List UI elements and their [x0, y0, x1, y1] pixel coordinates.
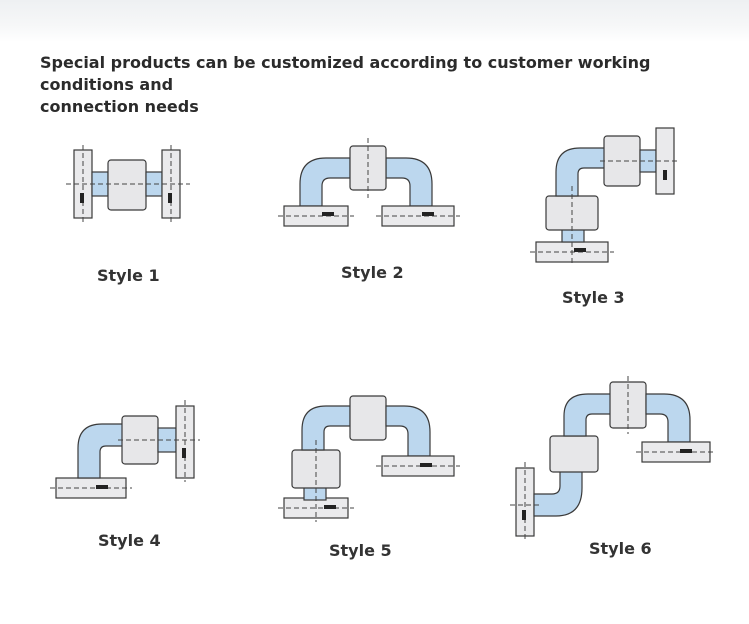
style-6-right-elbow	[645, 393, 691, 443]
style-2-right-mark	[422, 212, 434, 216]
style-2-right-elbow	[385, 157, 433, 207]
style-1-right-mark	[168, 193, 172, 203]
style-6-left-mark	[522, 510, 526, 520]
style-2-label: Style 2	[341, 263, 404, 282]
style-3-bottom-mark	[574, 248, 586, 252]
heading-line-1: Special products can be customized accor…	[40, 53, 651, 94]
style-3-elbow	[555, 147, 607, 197]
style-4-elbow	[77, 423, 125, 479]
style-5-label: Style 5	[329, 541, 392, 560]
page-heading: Special products can be customized accor…	[40, 52, 740, 118]
style-5-body	[349, 395, 387, 441]
style-5-right-mark	[420, 463, 432, 467]
style-4-side-mark	[182, 448, 186, 458]
style-2-diagram	[278, 138, 460, 227]
style-6-diagram	[510, 376, 714, 540]
heading-line-2: connection needs	[40, 97, 199, 116]
style-1-body	[107, 159, 147, 211]
style-2-left-mark	[322, 212, 334, 216]
style-3-label: Style 3	[562, 288, 625, 307]
style-2-left-flange	[283, 205, 349, 227]
style-1-left-mark	[80, 193, 84, 203]
header-background	[0, 0, 749, 42]
style-4-label: Style 4	[98, 531, 161, 550]
style-6-mid-body	[549, 435, 599, 473]
style-1-diagram	[66, 145, 190, 222]
style-6-lower-elbow	[533, 469, 583, 517]
style-6-right-mark	[680, 449, 692, 453]
style-4-diagram	[50, 400, 200, 499]
style-1-label: Style 1	[97, 266, 160, 285]
style-5-left-elbow	[301, 405, 351, 451]
style-4-bottom-mark	[96, 485, 108, 489]
style-3-diagram	[530, 127, 680, 266]
style-3-side-mark	[663, 170, 667, 180]
style-2-body	[349, 145, 387, 191]
style-5-right-elbow	[385, 405, 431, 457]
style-2-left-elbow	[299, 157, 351, 207]
style-5-diagram	[278, 395, 460, 522]
style-6-upper-left-elbow	[563, 393, 613, 437]
style-6-label: Style 6	[589, 539, 652, 558]
style-5-bottom-mark	[324, 505, 336, 509]
